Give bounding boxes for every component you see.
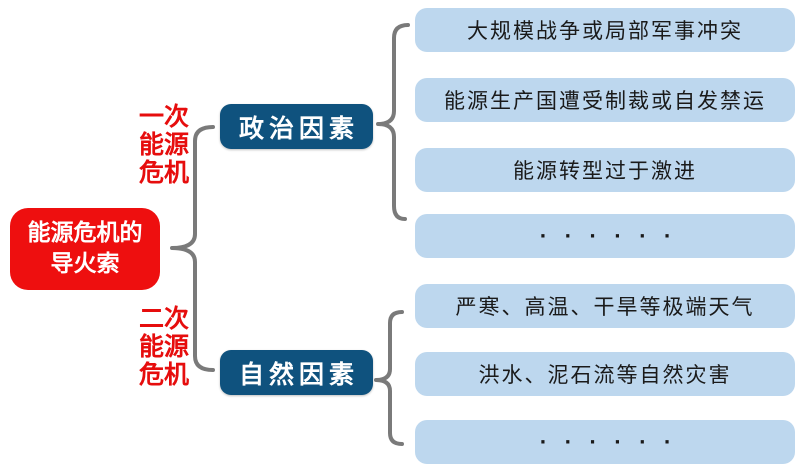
item-node: 严寒、高温、干旱等极端天气 xyxy=(415,284,795,328)
root-node-label-line1: 能源危机的 xyxy=(27,219,143,246)
item-node: 能源生产国遭受制裁或自发禁运 xyxy=(415,78,795,122)
branch-label-primary-energy-crisis: 一次 能源 危机 xyxy=(116,103,212,187)
item-label: 严寒、高温、干旱等极端天气 xyxy=(455,295,755,319)
branch-label-line: 二次 xyxy=(138,304,189,333)
item-label: 能源转型过于激进 xyxy=(513,159,697,183)
item-node: 能源转型过于激进 xyxy=(415,148,795,192)
branch-label-line: 危机 xyxy=(138,158,189,187)
item-label: 洪水、泥石流等自然灾害 xyxy=(478,363,732,387)
category-node-political-factors: 政治因素 xyxy=(220,104,373,149)
category-label: 自然因素 xyxy=(238,359,359,389)
item-node-ellipsis: ······ xyxy=(415,214,795,258)
item-node-ellipsis: ······ xyxy=(415,420,795,464)
item-label: 大规模战争或局部军事冲突 xyxy=(467,19,743,43)
branch-label-line: 能源 xyxy=(138,332,189,361)
branch-label-line: 危机 xyxy=(138,360,189,389)
branch-label-line: 一次 xyxy=(138,102,189,131)
item-label: 能源生产国遭受制裁或自发禁运 xyxy=(444,89,766,113)
branch-label-secondary-energy-crisis: 二次 能源 危机 xyxy=(116,305,212,389)
natural-brace-icon xyxy=(374,310,404,446)
item-node: 洪水、泥石流等自然灾害 xyxy=(415,352,795,396)
category-label: 政治因素 xyxy=(238,113,359,143)
item-label: ······ xyxy=(539,431,689,453)
root-node: 能源危机的 导火索 xyxy=(10,208,160,290)
root-node-label-line2: 导火索 xyxy=(50,251,120,277)
item-node: 大规模战争或局部军事冲突 xyxy=(415,8,795,52)
item-label: ······ xyxy=(539,225,689,247)
branch-label-line: 能源 xyxy=(138,130,189,159)
category-node-natural-factors: 自然因素 xyxy=(220,350,373,395)
political-brace-icon xyxy=(376,23,410,221)
